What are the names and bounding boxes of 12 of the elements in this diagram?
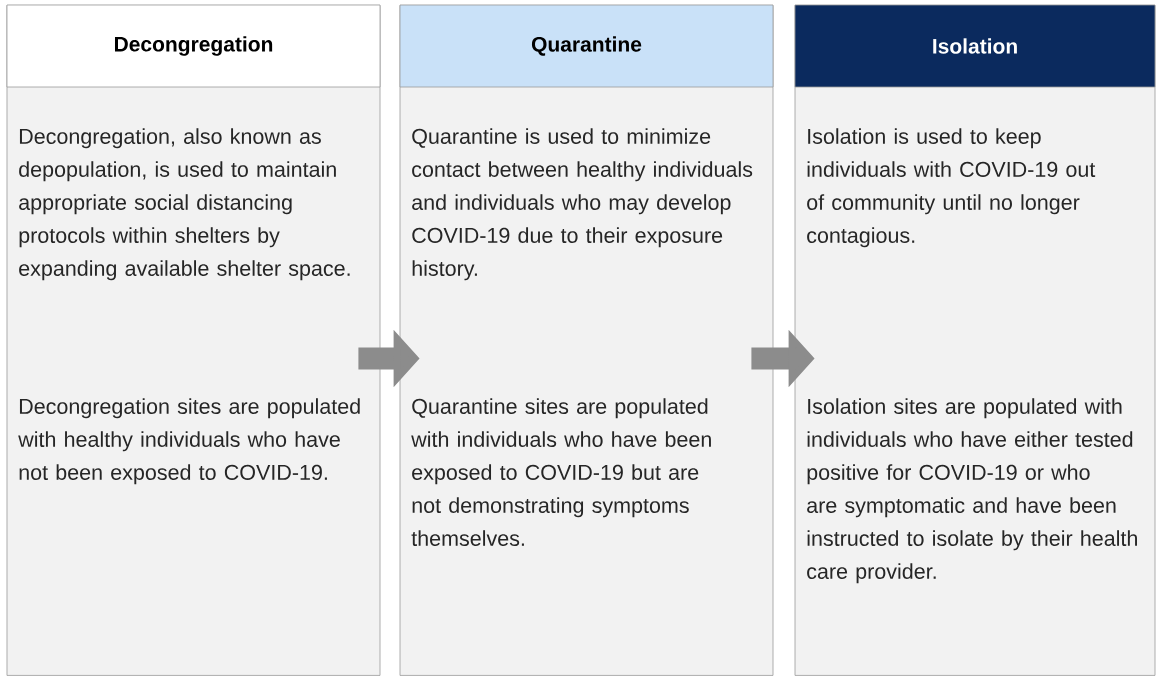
description-text: Quarantine sites are populated with individuals who have been exposed to COVID-19 but are not demonstrating symptoms themselves. xyxy=(411,398,711,546)
description-text: Isolation sites are populated with individuals who have either tested positive for COVID-19 or who are symptomatic and have been instructed to isolate by their health care provider. xyxy=(807,398,1137,584)
description-text: Decongregation sites are populated with healthy individuals who have not been exposed to COVID-19. xyxy=(18,398,360,485)
column-panel xyxy=(399,4,774,676)
column-panel xyxy=(794,4,1156,676)
column-panel xyxy=(6,4,381,676)
column-heading: Isolation xyxy=(933,38,1017,54)
description-text: Quarantine is used to minimize contact between healthy individuals and individuals who may develop COVID-19 due to their exposure history. xyxy=(412,128,753,281)
description-text: Decongregation, also known as depopulation, is used to maintain appropriate social distancing protocols within shelters by expanding available shelter space. xyxy=(19,128,350,281)
description-text: Isolation is used to keep individuals with COVID-19 out of community until no longer contagious. xyxy=(807,128,1096,248)
column-heading: Quarantine xyxy=(531,36,642,56)
column-heading: Decongregation xyxy=(115,36,273,56)
